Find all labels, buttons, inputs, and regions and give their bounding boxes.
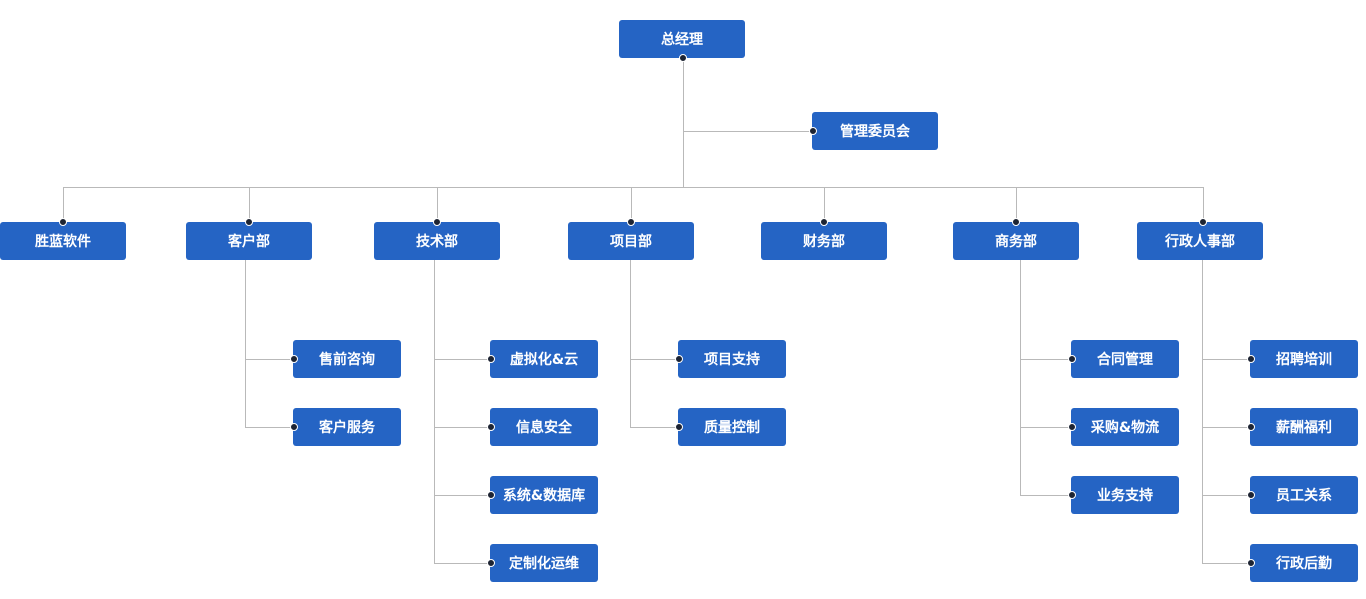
- committee-node[interactable]: 管理委员会: [812, 112, 938, 150]
- sub-connector-dot-tech-3: [486, 559, 495, 567]
- sub-branch-line-business-1: [1020, 427, 1071, 428]
- dept-drop-line-tech: [437, 187, 438, 222]
- sub-branch-line-customer-1: [245, 427, 293, 428]
- sub-node-business-2[interactable]: 业务支持: [1071, 476, 1179, 514]
- sub-node-project-1[interactable]: 质量控制: [678, 408, 786, 446]
- sub-connector-dot-business-2: [1067, 491, 1076, 499]
- sub-node-tech-0[interactable]: 虚拟化&云: [490, 340, 598, 378]
- dept-node-customer[interactable]: 客户部: [186, 222, 312, 260]
- sub-node-business-0[interactable]: 合同管理: [1071, 340, 1179, 378]
- sub-node-customer-1[interactable]: 客户服务: [293, 408, 401, 446]
- dept-spine-line-project: [630, 260, 631, 428]
- sub-connector-dot-tech-1: [486, 423, 495, 431]
- committee-connector-dot: [808, 127, 817, 135]
- root-connector-dot: [679, 53, 687, 62]
- sub-connector-dot-business-1: [1067, 423, 1076, 431]
- dept-drop-line-project: [631, 187, 632, 222]
- dept-spine-line-customer: [245, 260, 246, 428]
- sub-branch-line-project-1: [630, 427, 678, 428]
- sub-node-admin-2[interactable]: 员工关系: [1250, 476, 1358, 514]
- sub-branch-line-admin-3: [1202, 563, 1250, 564]
- sub-connector-dot-admin-2: [1246, 491, 1255, 499]
- dept-connector-dot-tech: [433, 217, 441, 226]
- dept-connector-dot-project: [627, 217, 635, 226]
- sub-node-customer-0[interactable]: 售前咨询: [293, 340, 401, 378]
- department-bus-line: [63, 187, 1204, 188]
- dept-node-tech[interactable]: 技术部: [374, 222, 500, 260]
- sub-branch-line-admin-1: [1202, 427, 1250, 428]
- sub-connector-dot-customer-1: [289, 423, 298, 431]
- dept-drop-line-finance: [824, 187, 825, 222]
- sub-connector-dot-admin-1: [1246, 423, 1255, 431]
- dept-node-finance[interactable]: 财务部: [761, 222, 887, 260]
- sub-branch-line-tech-2: [434, 495, 490, 496]
- sub-node-tech-3[interactable]: 定制化运维: [490, 544, 598, 582]
- dept-drop-line-customer: [249, 187, 250, 222]
- dept-connector-dot-shenglan: [59, 217, 67, 226]
- dept-spine-line-tech: [434, 260, 435, 564]
- sub-node-tech-2[interactable]: 系统&数据库: [490, 476, 598, 514]
- root-trunk-line: [683, 58, 684, 187]
- sub-branch-line-project-0: [630, 359, 678, 360]
- dept-connector-dot-business: [1012, 217, 1020, 226]
- dept-spine-line-admin: [1202, 260, 1203, 564]
- root-node-general-manager[interactable]: 总经理: [619, 20, 745, 58]
- sub-branch-line-admin-0: [1202, 359, 1250, 360]
- sub-connector-dot-customer-0: [289, 355, 298, 363]
- dept-node-project[interactable]: 项目部: [568, 222, 694, 260]
- dept-node-admin[interactable]: 行政人事部: [1137, 222, 1263, 260]
- committee-branch-line: [683, 131, 812, 132]
- sub-node-admin-3[interactable]: 行政后勤: [1250, 544, 1358, 582]
- sub-branch-line-tech-0: [434, 359, 490, 360]
- dept-drop-line-admin: [1203, 187, 1204, 222]
- dept-node-shenglan[interactable]: 胜蓝软件: [0, 222, 126, 260]
- sub-connector-dot-tech-2: [486, 491, 495, 499]
- dept-connector-dot-admin: [1199, 217, 1207, 226]
- dept-drop-line-shenglan: [63, 187, 64, 222]
- sub-branch-line-tech-3: [434, 563, 490, 564]
- sub-node-business-1[interactable]: 采购&物流: [1071, 408, 1179, 446]
- dept-connector-dot-customer: [245, 217, 253, 226]
- sub-node-project-0[interactable]: 项目支持: [678, 340, 786, 378]
- dept-drop-line-business: [1016, 187, 1017, 222]
- sub-branch-line-business-0: [1020, 359, 1071, 360]
- sub-connector-dot-admin-0: [1246, 355, 1255, 363]
- dept-connector-dot-finance: [820, 217, 828, 226]
- sub-branch-line-business-2: [1020, 495, 1071, 496]
- sub-node-tech-1[interactable]: 信息安全: [490, 408, 598, 446]
- sub-branch-line-admin-2: [1202, 495, 1250, 496]
- dept-spine-line-business: [1020, 260, 1021, 496]
- sub-branch-line-customer-0: [245, 359, 293, 360]
- sub-connector-dot-tech-0: [486, 355, 495, 363]
- sub-node-admin-1[interactable]: 薪酬福利: [1250, 408, 1358, 446]
- sub-node-admin-0[interactable]: 招聘培训: [1250, 340, 1358, 378]
- sub-connector-dot-project-0: [674, 355, 683, 363]
- sub-connector-dot-admin-3: [1246, 559, 1255, 567]
- dept-node-business[interactable]: 商务部: [953, 222, 1079, 260]
- sub-connector-dot-project-1: [674, 423, 683, 431]
- sub-connector-dot-business-0: [1067, 355, 1076, 363]
- sub-branch-line-tech-1: [434, 427, 490, 428]
